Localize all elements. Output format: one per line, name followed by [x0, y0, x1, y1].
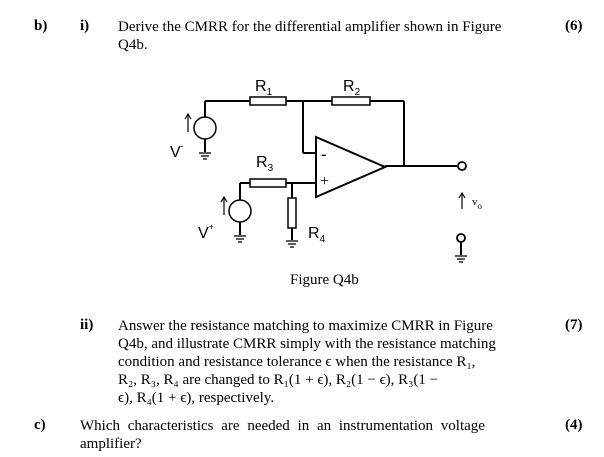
resistor-r1: [249, 96, 287, 106]
circuit-diagram: - +: [170, 78, 483, 288]
ground-vplus-icon: [234, 235, 246, 243]
part-c-marks: (4): [565, 417, 583, 433]
label-r2: R2: [343, 78, 361, 98]
ground-vminus-icon: [199, 152, 211, 160]
part-c-text: Which characteristics are needed in an i…: [80, 417, 538, 453]
vo-arrowhead-icon: [458, 191, 466, 199]
question-i-line-1: Derive the CMRR for the differential amp…: [118, 19, 502, 35]
part-b-label: b): [34, 18, 48, 34]
output-terminal-top: [457, 161, 467, 171]
source-vplus: [228, 199, 252, 223]
resistor-r3: [249, 178, 287, 188]
question-ii-line-4: R₂, R₃, R₄ are changed to R₁(1 + ϵ), R₂(…: [118, 372, 439, 388]
label-v-plus: V+: [198, 222, 214, 242]
vplus-arrowhead-icon: [220, 195, 228, 203]
label-r1: R1: [255, 78, 273, 98]
resistor-r4: [287, 197, 297, 229]
question-i-marks: (6): [565, 18, 583, 34]
question-ii-text: Answer the resistance matching to maximi…: [118, 317, 536, 407]
question-ii-line-2: Q4b, and illustrate CMRR simply with the…: [118, 336, 496, 352]
question-i-label: i): [80, 18, 90, 34]
vminus-arrowhead-icon: [184, 112, 192, 120]
part-c-label: c): [34, 417, 46, 433]
opamp-plus-sign: +: [320, 173, 329, 190]
figure-caption: Figure Q4b: [290, 272, 359, 288]
label-r3: R3: [256, 154, 274, 174]
source-vminus: [193, 116, 217, 140]
part-c-line-2: amplifier?: [80, 436, 142, 452]
question-i-text: Derive the CMRR for the differential amp…: [118, 18, 538, 54]
label-vo: vo: [472, 196, 483, 211]
question-ii-label: ii): [80, 317, 94, 333]
question-i-line-2: Q4b.: [118, 37, 148, 53]
resistor-r2: [331, 96, 371, 106]
label-v-minus: V-: [170, 141, 184, 161]
label-r4: R4: [308, 225, 326, 245]
question-ii-line-5: ϵ), R₄(1 + ϵ), respectively.: [118, 390, 275, 406]
ground-r4-icon: [286, 240, 298, 248]
ground-vo-icon: [455, 255, 467, 263]
question-ii-marks: (7): [565, 317, 583, 333]
part-c-line-1: Which characteristics are needed in an i…: [80, 418, 485, 434]
opamp-minus-sign: -: [321, 146, 326, 163]
question-ii-line-3: condition and resistance tolerance ϵ whe…: [118, 354, 476, 370]
opamp-triangle: [315, 135, 388, 199]
question-ii-line-1: Answer the resistance matching to maximi…: [118, 318, 493, 334]
output-terminal-bottom: [456, 233, 466, 243]
